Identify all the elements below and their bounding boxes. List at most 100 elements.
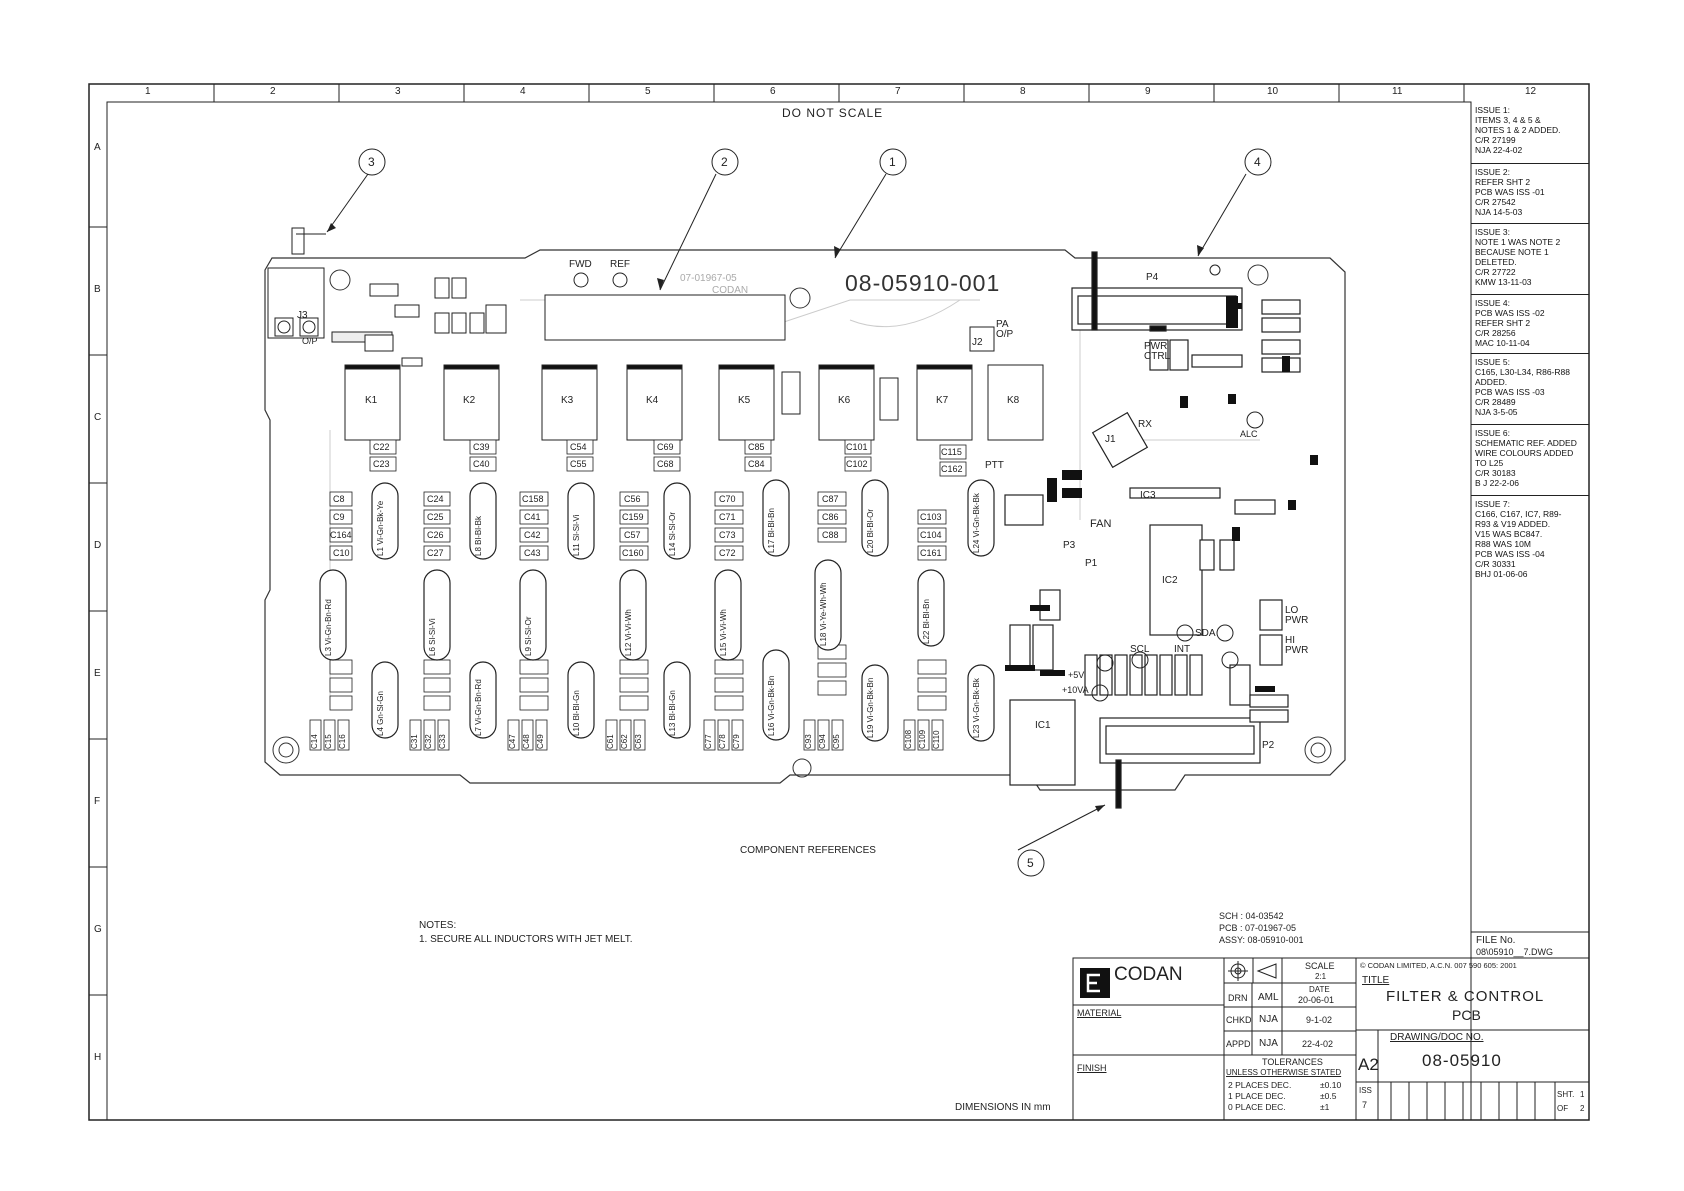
doc-no-label: DRAWING/DOC NO.	[1390, 1032, 1484, 1043]
issue-line: ISSUE 4:	[1475, 298, 1510, 308]
cap-label: C56	[624, 494, 641, 504]
of-label: OF	[1557, 1104, 1569, 1113]
cap-label: C158	[522, 494, 544, 504]
title-label: TITLE	[1362, 975, 1390, 986]
cap-label: C24	[427, 494, 444, 504]
connector-p1: P1	[1085, 558, 1098, 569]
row-label: H	[94, 1052, 102, 1063]
issue-line: NJA 14-5-03	[1475, 207, 1523, 217]
cap-label: C72	[719, 548, 736, 558]
issue-7: ISSUE 7: C166, C167, IC7, R89- R93 & V19…	[1471, 496, 1589, 586]
cap-label: C115	[941, 447, 962, 457]
issue-line: C166, C167, IC7, R89-	[1475, 509, 1562, 519]
cap-label: C27	[427, 548, 444, 558]
cap-label: C86	[822, 512, 839, 522]
inductor-label: L13 Bl-Bl-Gn	[668, 690, 677, 736]
col-label: 9	[1145, 86, 1151, 97]
cap-label: C62	[620, 734, 629, 749]
cap-label: C57	[624, 530, 641, 540]
cap-label: C160	[622, 548, 644, 558]
issue-line: DELETED.	[1475, 257, 1517, 267]
cap-label: C95	[832, 734, 841, 749]
ic-1: IC1	[1035, 720, 1051, 731]
issue-line: ITEMS 3, 4 & 5 &	[1475, 115, 1541, 125]
col-label: 4	[520, 86, 526, 97]
inductor-label: L17 Bl-Bl-Bn	[767, 508, 776, 553]
ic-3: IC3	[1140, 490, 1156, 501]
cap-label: C49	[536, 734, 545, 749]
inductor-label: L23 Vi-Gn-Bk-Bk	[972, 678, 981, 738]
cap-label: C73	[719, 530, 736, 540]
hi-pwr-label: HI PWR	[1285, 635, 1309, 656]
issue-4: ISSUE 4: PCB WAS ISS -02 REFER SHT 2 C/R…	[1471, 295, 1589, 354]
inductor-label: L19 Vi-Gn-Bk-Bn	[866, 677, 875, 738]
pcb-silk-maker: CODAN	[712, 285, 749, 296]
cap-label: C10	[333, 548, 350, 558]
issue-line: PCB WAS ISS -03	[1475, 387, 1545, 397]
tol-row-value: ±0.5	[1320, 1091, 1337, 1101]
issue-line: MAC 10-11-04	[1475, 338, 1530, 348]
connector-p4: P4	[1146, 272, 1159, 283]
issue-line: ISSUE 7:	[1475, 499, 1510, 509]
cap-label: C42	[524, 530, 541, 540]
cap-label: C16	[338, 734, 347, 749]
doc-number: 08-05910	[1422, 1051, 1502, 1070]
issue-2: ISSUE 2: REFER SHT 2 PCB WAS ISS -01 C/R…	[1471, 164, 1589, 224]
inductor-label: L22 Bl-Bl-Bn	[922, 599, 931, 644]
issue-line: ISSUE 3:	[1475, 227, 1510, 237]
balloon-4: 4	[1254, 155, 1261, 169]
inductor-label: L18 Vi-Ye-Wh-Wh	[819, 582, 828, 646]
cap-label: C31	[410, 734, 419, 749]
relay-k8: K8	[1007, 395, 1020, 406]
alc-label: ALC	[1240, 429, 1258, 439]
notes-title: NOTES:	[419, 920, 457, 931]
sht-value: 1	[1580, 1090, 1585, 1099]
tolerances-label: TOLERANCES	[1262, 1057, 1323, 1067]
cap-label: C70	[719, 494, 736, 504]
inductor-label: L6 Sl-Sl-Vi	[428, 618, 437, 656]
sht-label: SHT.	[1557, 1090, 1575, 1099]
inductor-label: L1 Vi-Gn-Bk-Ye	[376, 500, 385, 556]
issue-1: ISSUE 1: ITEMS 3, 4 & 5 & NOTES 1 & 2 AD…	[1471, 102, 1589, 164]
unless-stated: UNLESS OTHERWISE STATED	[1226, 1068, 1342, 1077]
relay-k1: K1	[365, 395, 378, 406]
issue-line: C/R 28489	[1475, 397, 1516, 407]
col-label: 3	[395, 86, 401, 97]
col-label: 5	[645, 86, 651, 97]
cap-label: C68	[657, 459, 674, 469]
cap-label: C69	[657, 442, 674, 452]
cap-label: C25	[427, 512, 444, 522]
sheet-size: A2	[1358, 1055, 1379, 1074]
col-label: 1	[145, 86, 151, 97]
cap-label: C104	[920, 530, 942, 540]
issue-line: PCB WAS ISS -01	[1475, 187, 1545, 197]
inductor-label: L8 Bl-Bl-Bk	[474, 515, 483, 556]
column-numbers: 1 2 3 4 5 6 7 8 9 10 11 12	[89, 84, 1589, 102]
finish-label: FINISH	[1077, 1063, 1107, 1073]
issue-line: NJA 3-5-05	[1475, 407, 1518, 417]
pwr-ctrl-label: PWR CTRL	[1144, 341, 1171, 362]
cap-label: C9	[333, 512, 345, 522]
cap-label: C102	[846, 459, 868, 469]
cap-label: C32	[424, 734, 433, 749]
scale-value: 2:1	[1315, 972, 1327, 981]
cap-label: C40	[473, 459, 490, 469]
note-1: 1. SECURE ALL INDUCTORS WITH JET MELT.	[419, 934, 633, 945]
cap-label: C103	[920, 512, 942, 522]
connector-j2: J2	[972, 337, 983, 348]
issue-line: R88 WAS 10M	[1475, 539, 1531, 549]
col-label: 10	[1267, 86, 1279, 97]
row-label: C	[94, 412, 102, 423]
plus10va-label: +10VA	[1062, 685, 1089, 695]
inductor-label: L11 Sl-Sl-Vi	[572, 514, 581, 557]
appd-date: 22-4-02	[1302, 1039, 1334, 1049]
inductor-label: L3 Vi-Gn-Bn-Rd	[324, 599, 333, 656]
cap-label: C87	[822, 494, 839, 504]
issue-line: TO L25	[1475, 458, 1504, 468]
tol-row-value: ±1	[1320, 1102, 1330, 1112]
cap-label: C101	[846, 442, 868, 452]
col-label: 11	[1392, 86, 1403, 97]
relay-k6: K6	[838, 395, 851, 406]
tol-row-value: ±0.10	[1320, 1080, 1342, 1090]
col-label: 6	[770, 86, 776, 97]
